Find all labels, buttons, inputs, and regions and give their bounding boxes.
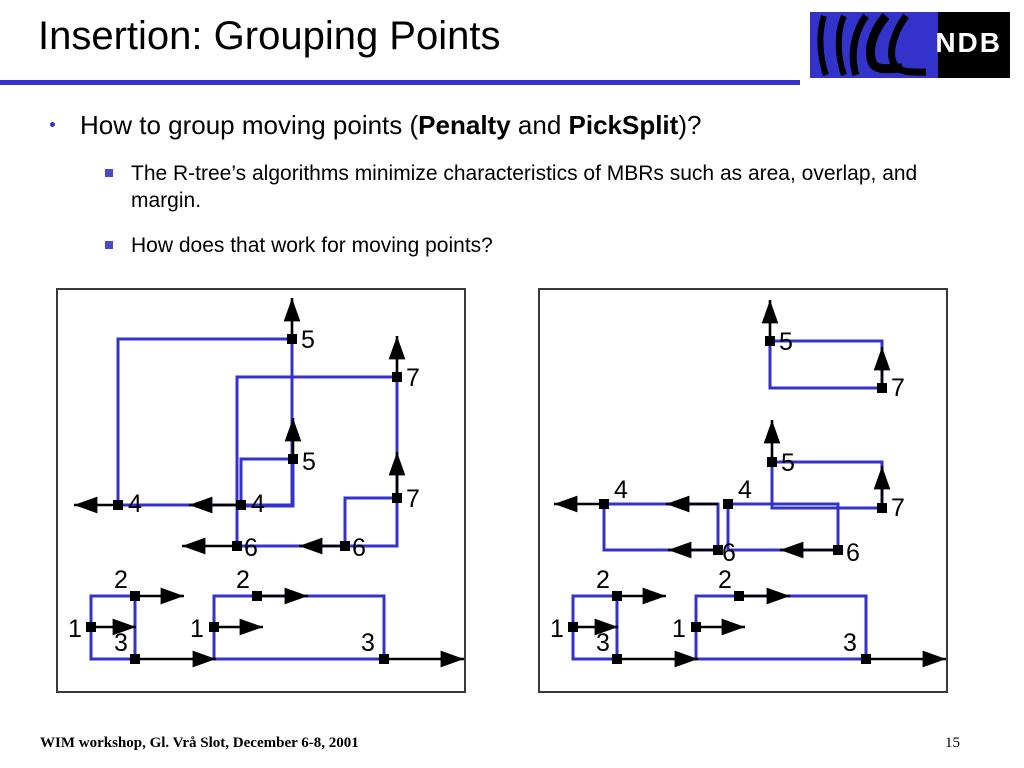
svg-text:3: 3 — [114, 629, 128, 657]
left-diagram-svg: 5 4 7 5 4 7 6 6 2 1 3 2 1 3 — [68, 298, 464, 668]
bullet2-label: How does that work for moving points? — [131, 234, 493, 257]
svg-text:2: 2 — [718, 566, 732, 594]
bullet1-bold-picksplit: PickSplit — [568, 110, 679, 140]
svg-text:4: 4 — [251, 490, 265, 518]
svg-text:7: 7 — [406, 485, 420, 513]
svg-text:4: 4 — [738, 476, 752, 504]
page-number: 15 — [945, 735, 960, 751]
diagram-panel-right: 5 7 5 7 4 4 6 6 2 1 3 2 1 3 — [538, 288, 948, 693]
svg-text:6: 6 — [722, 539, 736, 567]
svg-text:6: 6 — [846, 539, 860, 567]
bullet-square-icon — [105, 241, 113, 249]
svg-text:5: 5 — [301, 326, 315, 354]
point-labels: 5 4 7 5 4 7 6 6 2 1 3 2 1 3 — [68, 326, 420, 657]
svg-text:7: 7 — [891, 494, 905, 522]
logo-text: NDB — [935, 27, 1002, 58]
bullet2-label: The R-tree’s algorithms minimize charact… — [131, 162, 918, 212]
logo-waves-icon — [817, 13, 927, 77]
svg-text:7: 7 — [891, 374, 905, 402]
svg-text:2: 2 — [596, 566, 610, 594]
diagram-panel-left: 5 4 7 5 4 7 6 6 2 1 3 2 1 3 — [56, 288, 466, 693]
svg-text:2: 2 — [114, 566, 128, 594]
page-title: Insertion: Grouping Points — [38, 14, 501, 58]
svg-text:1: 1 — [190, 615, 204, 643]
bullet-level1: How to group moving points (Penalty and … — [50, 110, 702, 141]
ndb-logo: NDB — [810, 12, 1010, 78]
svg-text:3: 3 — [596, 629, 610, 657]
moving-points — [568, 336, 887, 664]
svg-text:5: 5 — [781, 449, 795, 477]
bullet-square-icon — [105, 169, 113, 177]
velocity-vectors — [74, 298, 464, 668]
svg-text:3: 3 — [361, 629, 375, 657]
svg-text:4: 4 — [614, 476, 628, 504]
svg-text:4: 4 — [128, 490, 142, 518]
svg-text:1: 1 — [550, 615, 564, 643]
svg-text:1: 1 — [68, 615, 82, 643]
svg-text:3: 3 — [843, 629, 857, 657]
svg-text:6: 6 — [352, 534, 366, 562]
svg-text:1: 1 — [672, 615, 686, 643]
right-diagram-svg: 5 7 5 7 4 4 6 6 2 1 3 2 1 3 — [550, 300, 946, 668]
title-underline-rule — [0, 80, 800, 85]
bullet1-bold-penalty: Penalty — [418, 110, 511, 140]
velocity-vectors — [554, 300, 946, 668]
point-labels: 5 7 5 7 4 4 6 6 2 1 3 2 1 3 — [550, 328, 905, 657]
svg-text:6: 6 — [244, 534, 258, 562]
svg-text:2: 2 — [236, 566, 250, 594]
bullet1-prefix: How to group moving points ( — [80, 110, 419, 140]
bullet-level2-item-0: The R-tree’s algorithms minimize charact… — [105, 160, 961, 214]
bullet1-suffix: )? — [678, 110, 702, 140]
svg-text:5: 5 — [302, 448, 316, 476]
bullet1-mid: and — [510, 110, 569, 140]
svg-text:5: 5 — [779, 328, 793, 356]
moving-points — [86, 334, 402, 664]
footer-text: WIM workshop, Gl. Vrå Slot, December 6-8… — [40, 735, 359, 751]
bullet-level2-item-1: How does that work for moving points? — [105, 232, 961, 259]
bullet-dot-icon — [50, 122, 55, 127]
svg-text:7: 7 — [406, 364, 420, 392]
